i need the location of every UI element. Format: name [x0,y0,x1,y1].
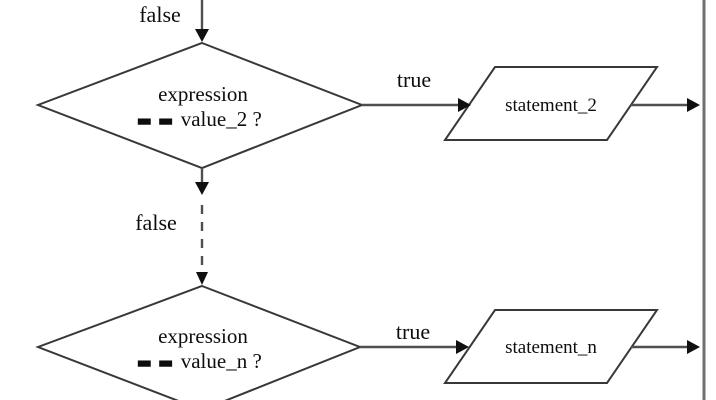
process-statementn-label: statement_n [505,337,597,358]
arrowhead-right-icon [687,98,700,112]
edge-entry-false [195,0,209,42]
edge-statement2-to-rail [631,98,700,112]
arrowhead-right-icon [456,340,469,354]
arrowhead-right-icon [458,98,471,112]
edge-false-value2 [195,168,209,195]
arrowhead-down-icon [196,272,208,285]
process-node-statement2 [443,66,659,141]
process-statement2-label: statement_2 [505,95,597,116]
edge-true-valuen [360,340,469,354]
decision-value2-condition: ▬ ▬ value_2 ? [136,107,262,131]
arrowhead-right-icon [687,340,700,354]
edge-statementn-to-rail [631,340,700,354]
double-equals-operator: ▬ ▬ [136,111,174,131]
label-true-bottom: true [396,319,430,344]
decision-valuen-condition: ▬ ▬ value_n ? [136,349,262,373]
label-true-top: true [397,67,431,92]
edge-true-value2 [362,98,471,112]
decision-valuen-value: value_n ? [181,349,262,373]
edge-dashed-continuation [196,205,208,285]
arrowhead-down-icon [195,182,209,195]
decision-value2-expression: expression [158,82,248,106]
double-equals-operator: ▬ ▬ [136,353,174,373]
label-false-top: false [139,2,181,27]
decision-valuen-expression: expression [158,324,248,348]
decision-value2-value: value_2 ? [181,107,262,131]
process-node-statementn [443,309,659,384]
label-false-mid: false [135,210,177,235]
decision-node-valuen [35,284,363,400]
arrowhead-down-icon [195,29,209,42]
